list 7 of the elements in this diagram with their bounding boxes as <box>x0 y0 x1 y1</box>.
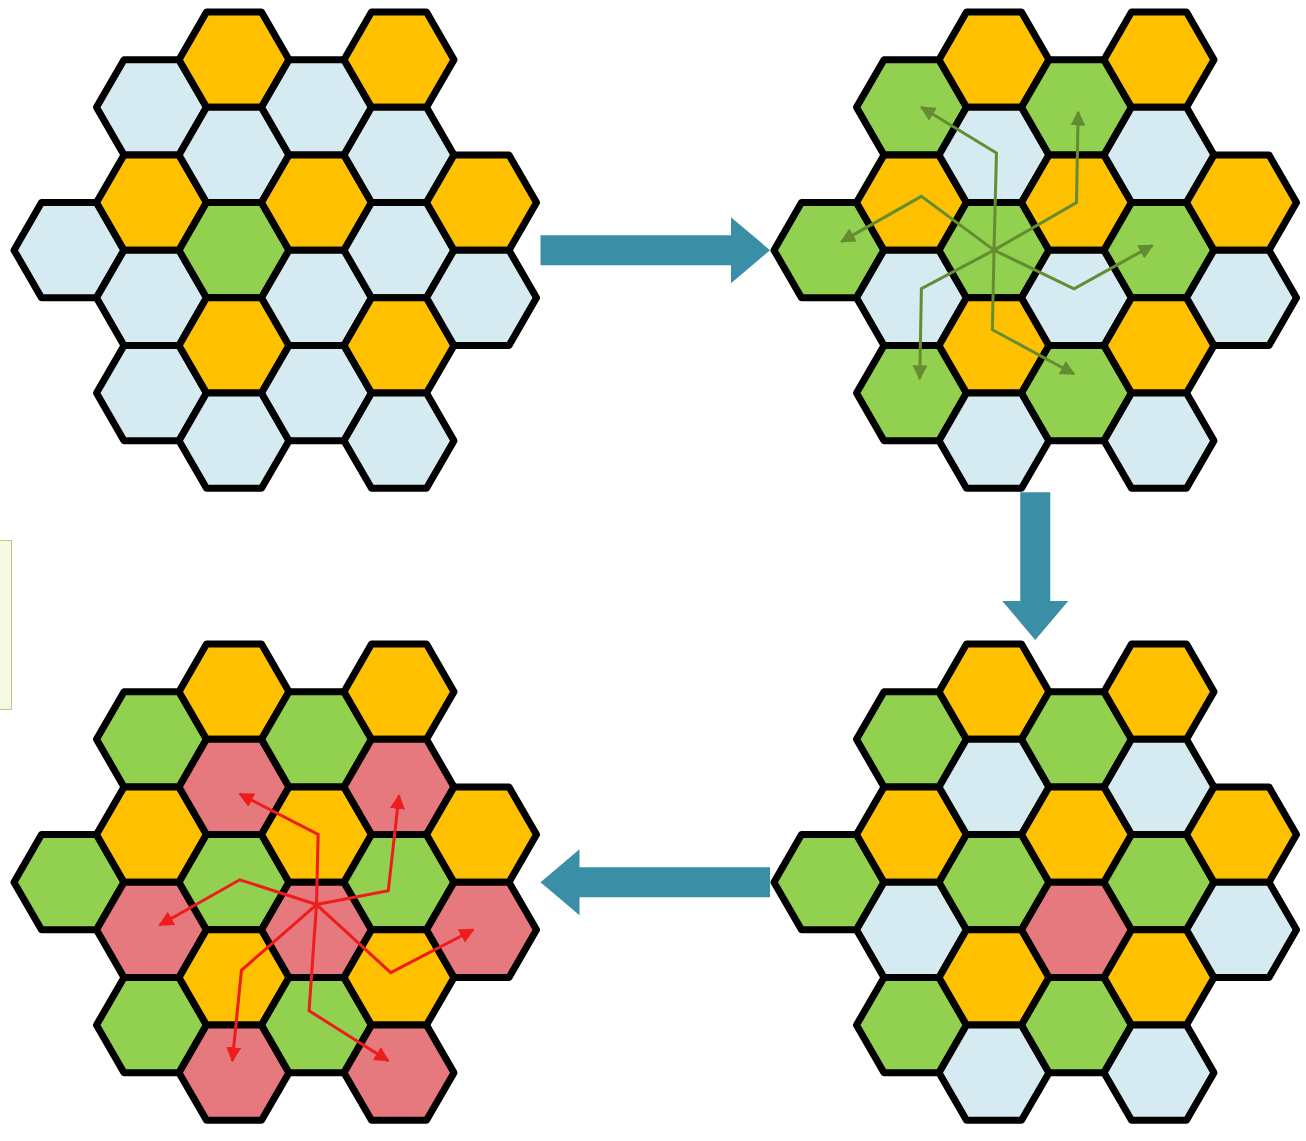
hexagon-grid-drawing <box>10 640 541 1125</box>
arrow <box>540 849 770 916</box>
arrow <box>1002 492 1069 640</box>
hexagon-grid-drawing <box>770 8 1301 493</box>
arrow <box>540 217 770 284</box>
hexagon-grid-drawing <box>10 8 541 493</box>
hexagon-grid-drawing <box>770 640 1301 1125</box>
